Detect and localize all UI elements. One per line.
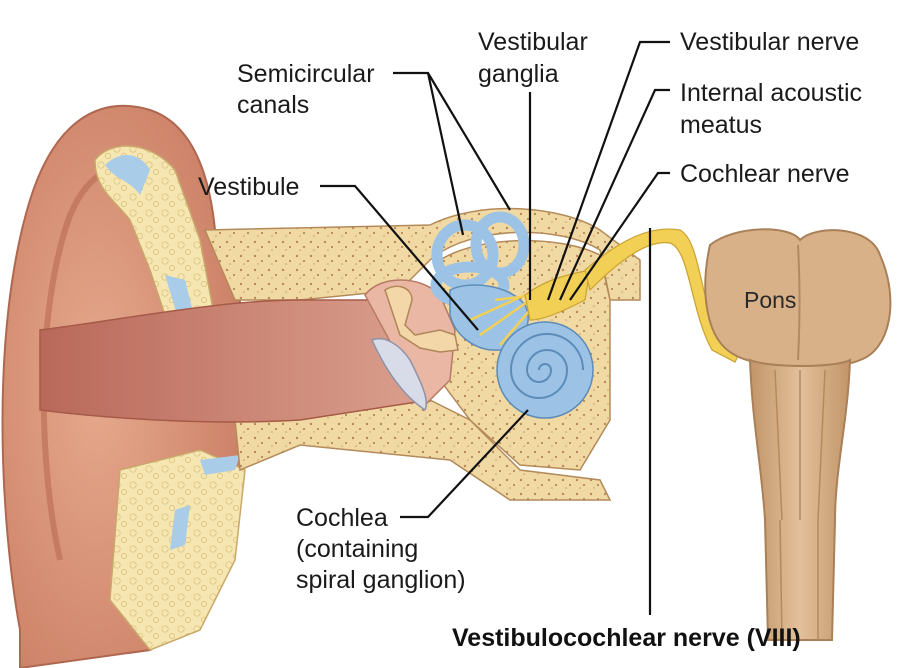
tympanic-membrane bbox=[370, 338, 427, 412]
brainstem bbox=[704, 228, 892, 641]
label-vestibule: Vestibule bbox=[198, 173, 299, 201]
label-cochlea: Cochlea (containing spiral ganglion) bbox=[296, 504, 466, 594]
label-internal-acoustic-meatus: Internal acoustic meatus bbox=[680, 79, 869, 139]
cochlear-nerve-bundle bbox=[524, 269, 591, 321]
bone-lower bbox=[234, 399, 612, 501]
cartilage-lumen-4 bbox=[170, 505, 190, 550]
label-vestibulocochlear-nerve: Vestibulocochlear nerve (VIII) bbox=[452, 624, 801, 652]
auricle-cartilage-lower bbox=[109, 449, 246, 651]
pons-midline bbox=[797, 244, 801, 361]
ossicles bbox=[384, 285, 459, 353]
label-vestibular-ganglia: Vestibular ganglia bbox=[478, 28, 595, 88]
leader-vestibule bbox=[320, 184, 479, 331]
vestibular-ganglia-fibers bbox=[469, 293, 536, 346]
cartilage-lumen-1 bbox=[105, 154, 150, 195]
leader-internal-acoustic-meatus bbox=[558, 88, 670, 301]
leader-semicircular-canals bbox=[393, 71, 511, 236]
leader-vestibular-nerve bbox=[546, 40, 670, 301]
cochlea-spiral bbox=[509, 333, 584, 399]
leader-cochlear-nerve bbox=[569, 171, 670, 301]
medulla-ridges bbox=[774, 369, 826, 641]
pons-shape bbox=[704, 228, 892, 368]
cartilage-lumen-3 bbox=[200, 455, 240, 475]
middle-ear-cavity bbox=[364, 279, 456, 407]
label-semicircular-canals: Semicircular canals bbox=[237, 60, 381, 119]
labels: Vestibular ganglia Vestibular nerve Semi… bbox=[198, 28, 869, 652]
label-cochlear-nerve: Cochlear nerve bbox=[680, 160, 850, 188]
label-vestibular-nerve: Vestibular nerve bbox=[680, 28, 859, 56]
middle-ear bbox=[364, 279, 459, 412]
label-pons: Pons bbox=[744, 287, 796, 313]
leader-lines bbox=[320, 40, 670, 615]
leader-cochlea bbox=[400, 409, 529, 519]
